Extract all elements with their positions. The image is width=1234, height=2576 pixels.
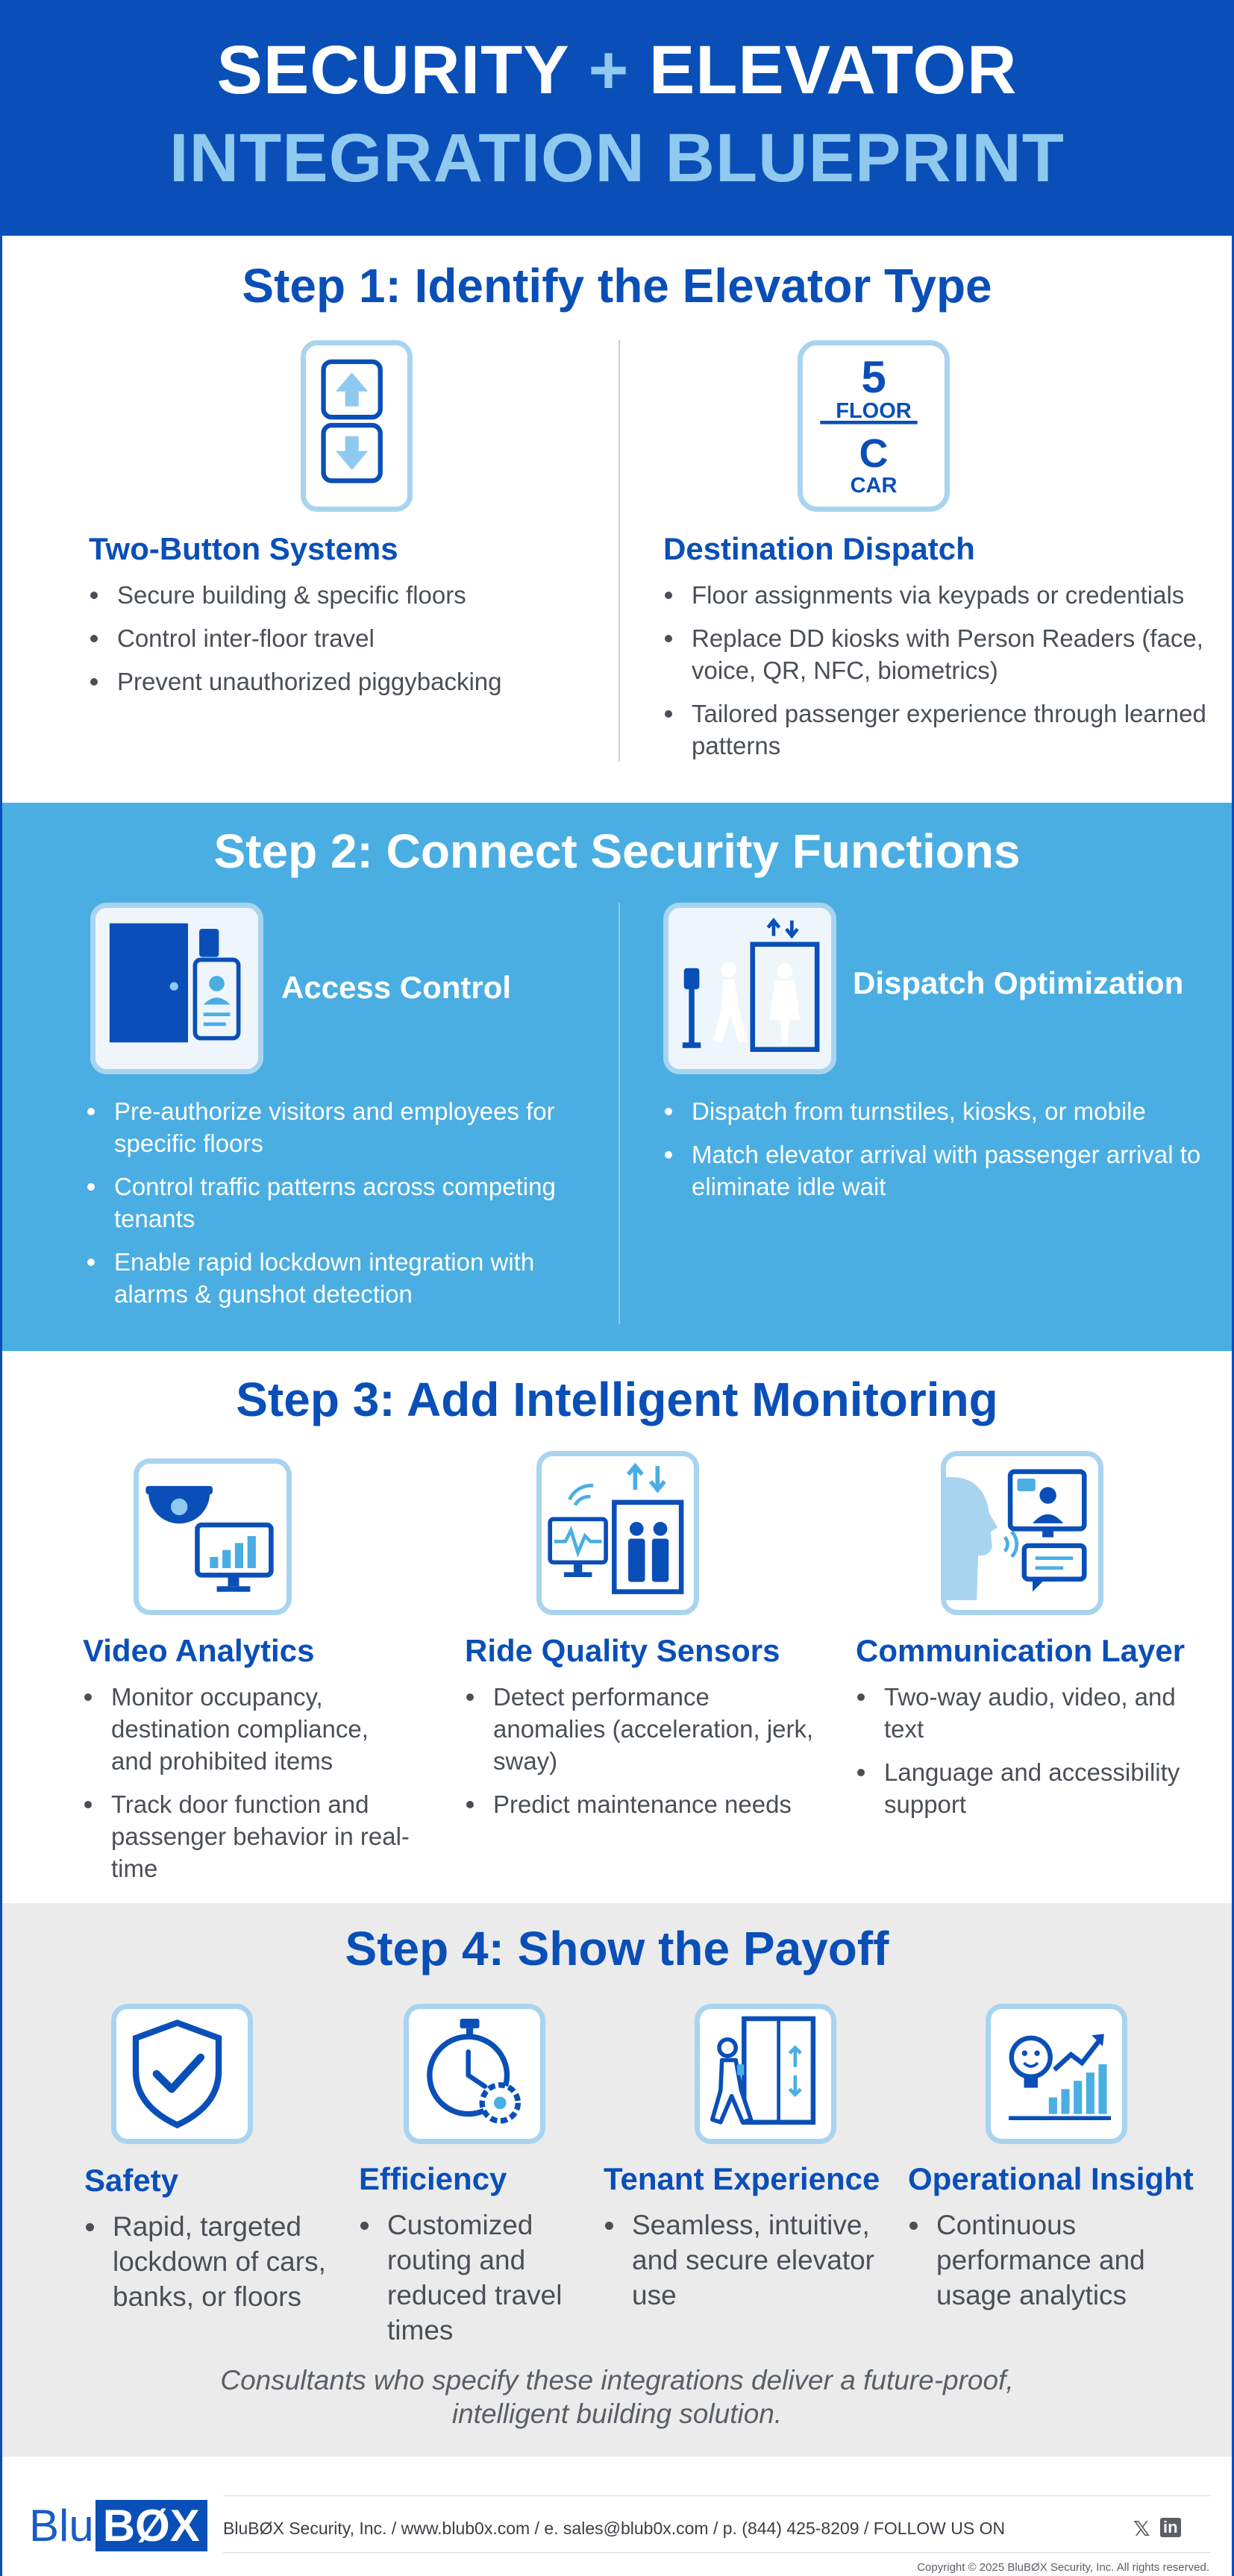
step4-section: Step 4: Show the Payoff <box>2 1903 1232 2457</box>
step1-divider <box>618 340 620 762</box>
list-item: Seamless, intuitive, and secure elevator… <box>604 2207 895 2313</box>
step4-title: Step 4: Show the Payoff <box>345 1922 889 1975</box>
destination-dispatch-title: Destination Dispatch <box>663 531 975 566</box>
access-control-title: Access Control <box>281 970 512 1005</box>
logo-text: Blu <box>29 2501 94 2551</box>
list-item: Control traffic patterns across competin… <box>86 1171 608 1235</box>
video-analytics-icon <box>134 1458 292 1615</box>
stopwatch-gear-icon <box>404 2004 545 2144</box>
safety-list: Rapid, targeted lockdown of cars, banks,… <box>84 2209 353 2325</box>
access-control-list: Pre-authorize visitors and employees for… <box>86 1095 608 1321</box>
header-line-1: SECURITY + ELEVATOR <box>2 31 1232 110</box>
safety-title: Safety <box>84 2163 179 2198</box>
up-down-buttons-icon <box>301 340 413 512</box>
header-plus: + <box>588 32 630 108</box>
step2-divider <box>618 903 620 1324</box>
header-line-2: INTEGRATION BLUEPRINT <box>169 120 1065 196</box>
step2-title: Step 2: Connect Security Functions <box>213 824 1021 878</box>
communication-layer-icon <box>941 1451 1103 1615</box>
tenant-experience-title: Tenant Experience <box>604 2161 880 2196</box>
ride-quality-sensors-title: Ride Quality Sensors <box>465 1633 780 1668</box>
list-item: Track door function and passenger behavi… <box>83 1788 411 1884</box>
closing-statement: Consultants who specify these integratio… <box>2 2363 1232 2431</box>
step2-section: Step 2: Connect Security Functions Acces… <box>2 803 1232 1351</box>
linkedin-social-icon[interactable]: in <box>1160 2518 1181 2537</box>
list-item: Two-way audio, video, and text <box>856 1681 1214 1745</box>
step3-title: Step 3: Add Intelligent Monitoring <box>236 1373 998 1426</box>
closing-line-2: intelligent building solution. <box>451 2398 783 2429</box>
header-banner: SECURITY + ELEVATOR INTEGRATION BLUEPRIN… <box>2 0 1232 236</box>
operational-insight-list: Continuous performance and usage analyti… <box>908 2207 1206 2324</box>
list-item: Floor assignments via keypads or credent… <box>663 579 1215 611</box>
efficiency-list: Customized routing and reduced travel ti… <box>359 2207 590 2359</box>
list-item: Rapid, targeted lockdown of cars, banks,… <box>84 2209 353 2314</box>
list-item: Language and accessibility support <box>856 1756 1214 1820</box>
access-control-icon <box>90 903 263 1074</box>
list-item: Replace DD kiosks with Person Readers (f… <box>663 622 1215 686</box>
copyright: Copyright © 2025 BluBØX Security, Inc. A… <box>917 2561 1209 2574</box>
list-item: Enable rapid lockdown integration with a… <box>86 1246 608 1310</box>
lightbulb-growth-icon <box>986 2004 1127 2144</box>
operational-insight-title: Operational Insight <box>908 2161 1194 2196</box>
icon-floor-label: FLOOR <box>836 399 912 423</box>
step1-section: Step 1: Identify the Elevator Type 5 FLO… <box>2 236 1232 803</box>
person-entering-elevator-icon <box>695 2004 836 2144</box>
dispatch-optimization-list: Dispatch from turnstiles, kiosks, or mob… <box>663 1095 1215 1214</box>
two-button-systems-list: Secure building & specific floors Contro… <box>89 579 596 709</box>
list-item: Secure building & specific floors <box>89 579 596 611</box>
footer-divider-top <box>223 2495 1211 2496</box>
destination-dispatch-list: Floor assignments via keypads or credent… <box>663 579 1215 773</box>
list-item: Dispatch from turnstiles, kiosks, or mob… <box>663 1095 1215 1127</box>
x-social-icon[interactable]: 𝕏 <box>1133 2517 1150 2540</box>
list-item: Predict maintenance needs <box>465 1788 815 1820</box>
floor-car-display-icon: 5 FLOOR C CAR <box>798 340 950 512</box>
footer-divider-bottom <box>223 2552 1211 2553</box>
ride-quality-sensors-icon <box>536 1451 699 1615</box>
list-item: Tailored passenger experience through le… <box>663 698 1215 762</box>
icon-car-label: CAR <box>850 474 898 498</box>
communication-layer-list: Two-way audio, video, and text Language … <box>856 1681 1214 1831</box>
icon-floor-number: 5 <box>861 352 886 402</box>
step3-section: Step 3: Add Intelligent Monitoring <box>2 1351 1232 1903</box>
icon-car-letter: C <box>859 431 889 476</box>
communication-layer-title: Communication Layer <box>856 1633 1186 1668</box>
list-item: Prevent unauthorized piggybacking <box>89 665 596 698</box>
step1-title: Step 1: Identify the Elevator Type <box>242 259 992 313</box>
list-item: Detect performance anomalies (accelerati… <box>465 1681 815 1777</box>
tenant-experience-list: Seamless, intuitive, and secure elevator… <box>604 2207 895 2324</box>
video-analytics-title: Video Analytics <box>83 1633 315 1668</box>
list-item: Pre-authorize visitors and employees for… <box>86 1095 608 1159</box>
dispatch-optimization-icon <box>663 903 836 1074</box>
logo-box: BØX <box>95 2500 207 2551</box>
footer-contact: BluBØX Security, Inc. / www.blub0x.com /… <box>223 2519 1006 2538</box>
list-item: Control inter-floor travel <box>89 622 596 654</box>
efficiency-title: Efficiency <box>359 2161 507 2196</box>
dispatch-optimization-title: Dispatch Optimization <box>853 965 1184 1000</box>
shield-check-icon <box>111 2004 253 2144</box>
list-item: Customized routing and reduced travel ti… <box>359 2207 590 2348</box>
list-item: Monitor occupancy, destination complianc… <box>83 1681 411 1777</box>
header-word-elevator: ELEVATOR <box>648 32 1018 108</box>
header-word-security: SECURITY <box>216 32 569 108</box>
ride-quality-sensors-list: Detect performance anomalies (accelerati… <box>465 1681 815 1831</box>
two-button-systems-title: Two-Button Systems <box>89 531 398 566</box>
list-item: Match elevator arrival with passenger ar… <box>663 1138 1215 1203</box>
list-item: Continuous performance and usage analyti… <box>908 2207 1206 2313</box>
video-analytics-list: Monitor occupancy, destination complianc… <box>83 1681 411 1896</box>
closing-line-1: Consultants who specify these integratio… <box>220 2365 1014 2395</box>
